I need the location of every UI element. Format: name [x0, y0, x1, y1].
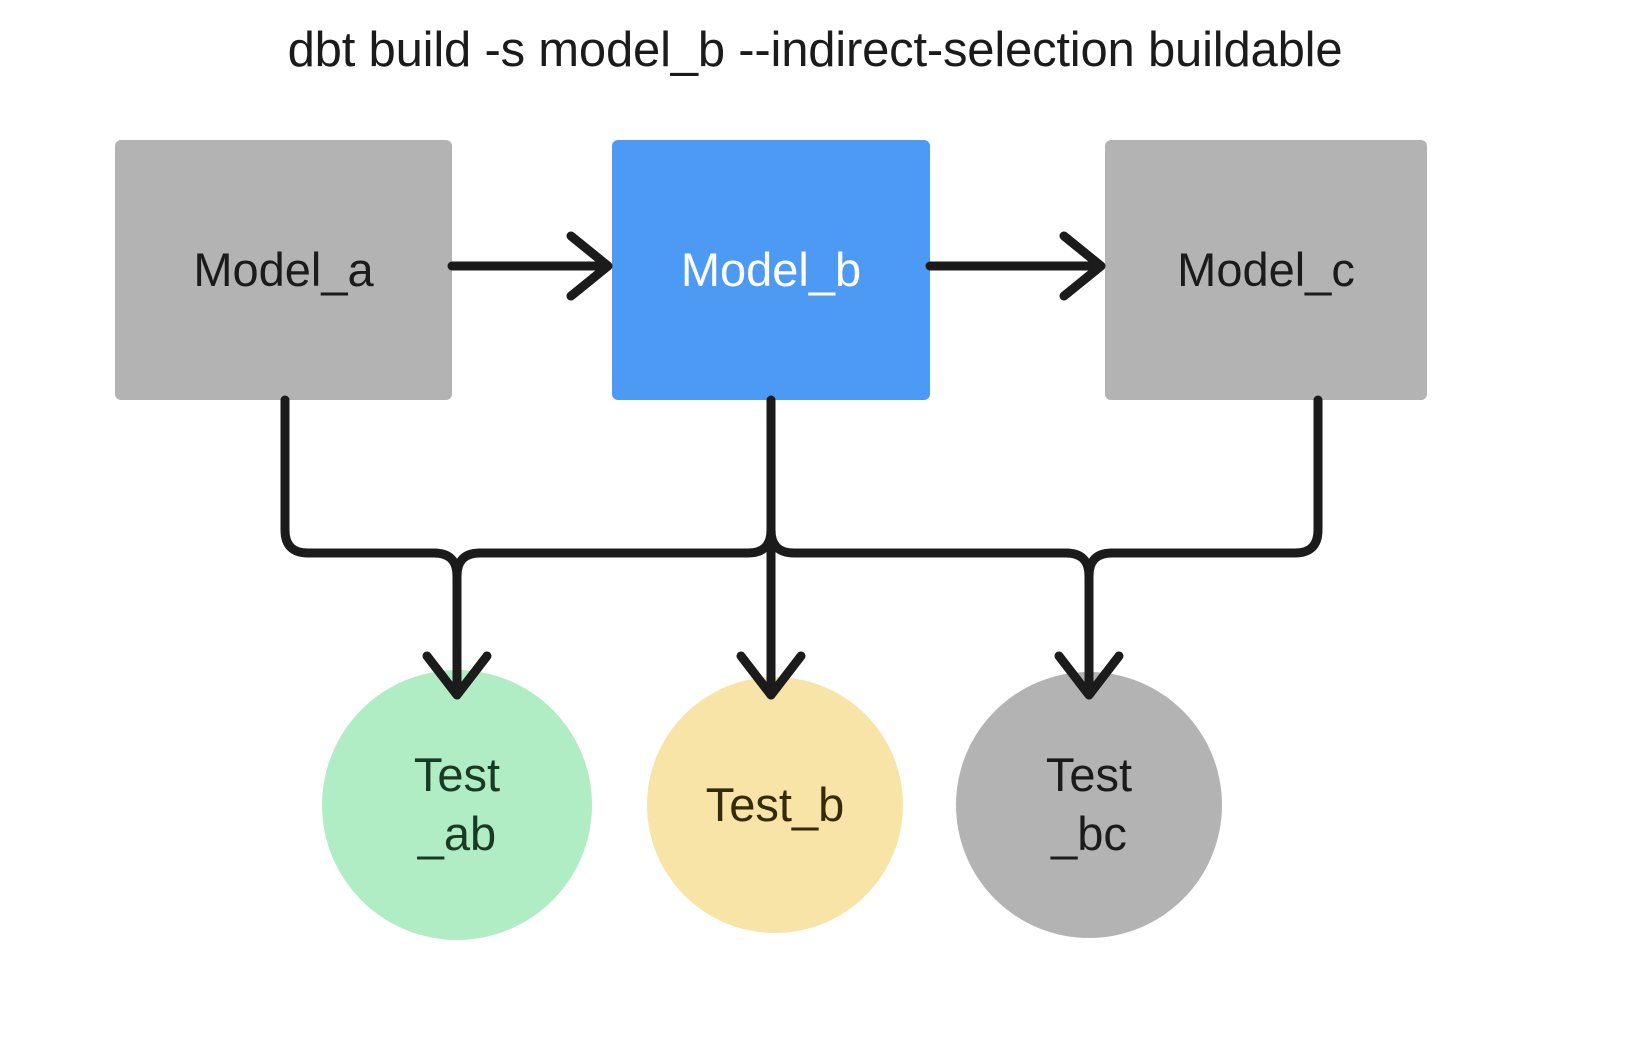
arrowhead-to-test-bc	[1054, 651, 1124, 700]
arrowhead-to-model-b	[566, 231, 613, 301]
node-model-a[interactable]	[115, 140, 452, 400]
edge-model-b-to-test-ab	[452, 525, 776, 581]
node-test-ab[interactable]	[322, 670, 592, 940]
node-model-c[interactable]	[1105, 140, 1427, 400]
edge-model-c-to-test-bc	[1084, 395, 1323, 581]
page-title: dbt build -s model_b --indirect-selectio…	[287, 23, 1343, 77]
node-test-b[interactable]	[647, 677, 903, 933]
edge-model-a-to-test-ab	[280, 395, 462, 695]
arrowhead-to-test-b	[736, 651, 806, 700]
edge-model-b-to-test-bc	[766, 525, 1094, 695]
arrowhead-to-model-c	[1059, 231, 1106, 301]
node-test-bc[interactable]	[956, 672, 1222, 938]
node-model-b[interactable]	[612, 140, 930, 400]
arrowhead-to-test-ab	[422, 651, 492, 700]
